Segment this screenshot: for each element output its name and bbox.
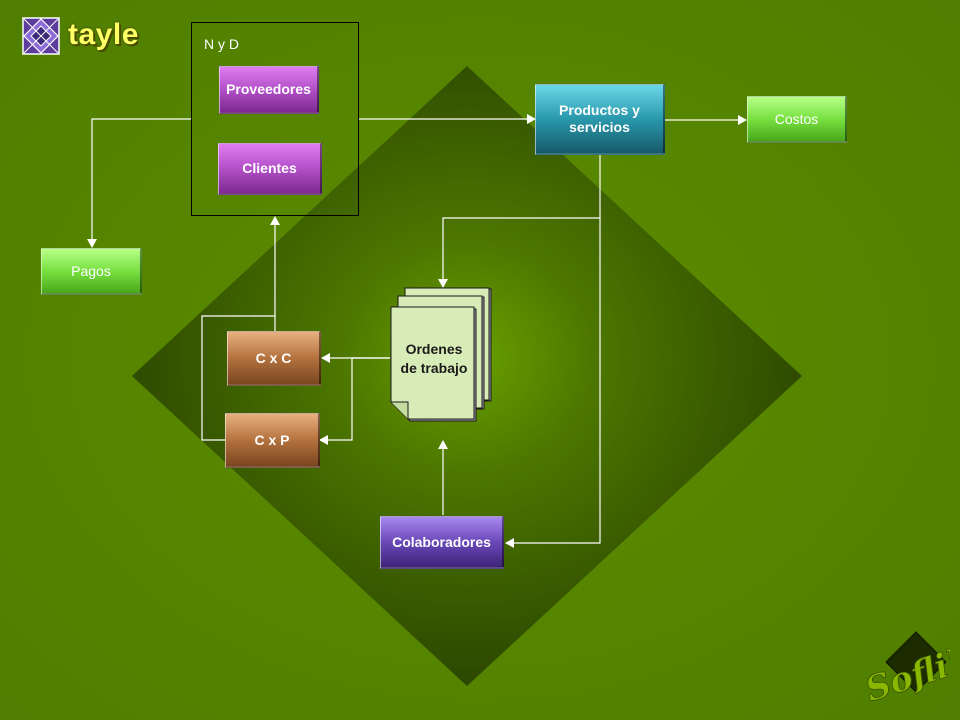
node-ordenes-label-line1: Ordenes — [405, 341, 463, 357]
nyd-group-label: N y D — [204, 36, 239, 52]
node-ordenes-label-line2: de trabajo — [400, 360, 468, 376]
brand-logo-icon — [22, 17, 60, 55]
node-costos[interactable]: Costos — [747, 96, 847, 143]
node-productos-servicios[interactable]: Productos y servicios — [535, 84, 665, 155]
node-pagos-label: Pagos — [71, 262, 111, 279]
node-colaboradores-label: Colaboradores — [392, 533, 491, 550]
brand-title: tayle — [68, 18, 139, 51]
node-clientes-label: Clientes — [242, 160, 297, 176]
node-proveedores-label: Proveedores — [226, 81, 311, 97]
nyd-group-frame — [191, 22, 359, 216]
node-costos-label: Costos — [774, 110, 819, 127]
node-clientes[interactable]: Clientes — [218, 143, 322, 195]
node-ordenes-trabajo-documents-icon[interactable] — [388, 287, 500, 427]
node-colaboradores[interactable]: Colaboradores — [380, 516, 504, 569]
node-productos-label-line1: Productos y — [559, 102, 640, 118]
node-proveedores[interactable]: Proveedores — [219, 66, 319, 114]
node-cxc-label: C x C — [255, 349, 292, 366]
node-cxp[interactable]: C x P — [225, 413, 320, 468]
node-cxc[interactable]: C x C — [227, 331, 321, 386]
node-cxp-label: C x P — [254, 431, 290, 448]
node-pagos[interactable]: Pagos — [41, 248, 142, 295]
node-ordenes-label: Ordenes de trabajo — [392, 340, 476, 378]
soflib-watermark-logo: Soflib — [860, 631, 950, 708]
node-productos-label-line2: servicios — [569, 119, 630, 135]
